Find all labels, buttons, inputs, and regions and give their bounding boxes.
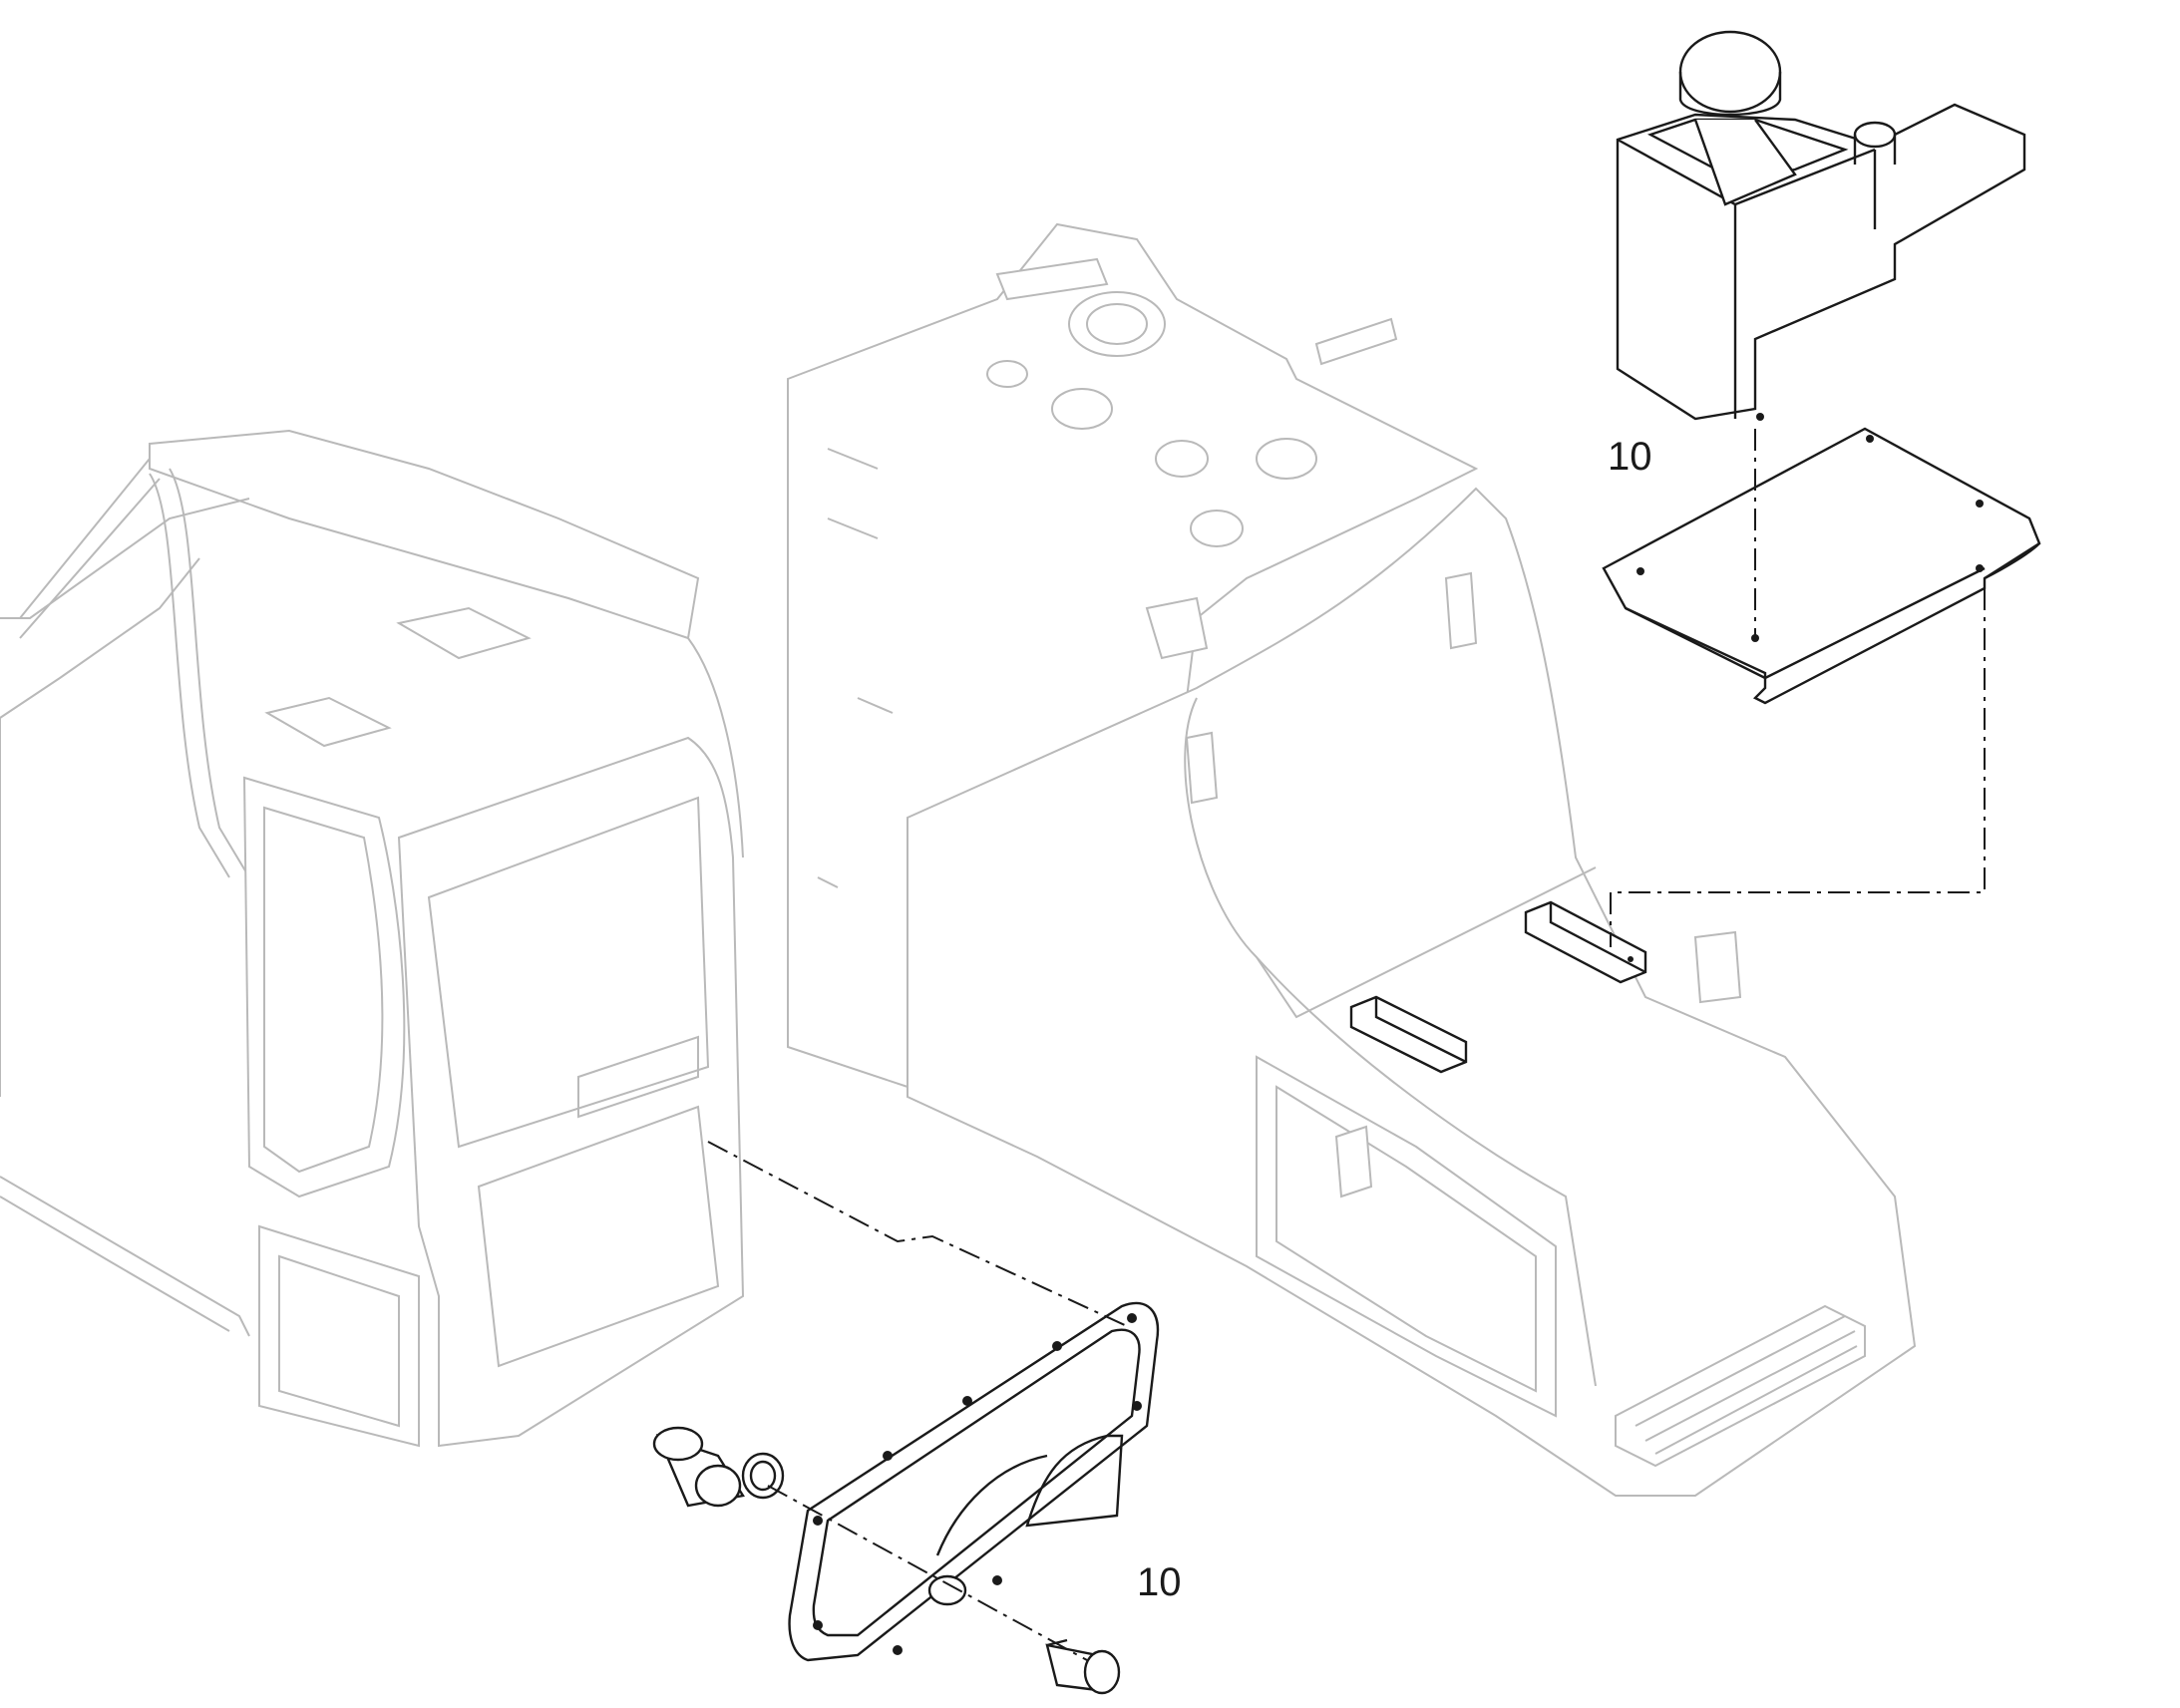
mounting-bracket-upper (1524, 900, 1647, 984)
cylinder-spacer (652, 1426, 745, 1508)
mounting-bracket-lower (1349, 995, 1468, 1074)
bushing-flange (1045, 1638, 1121, 1695)
leader-lines (707, 429, 1986, 1661)
callout-label-upper: 10 (1608, 435, 1652, 479)
tank-support-bracket (1602, 427, 2041, 705)
access-cover-plate (788, 1301, 1160, 1662)
operator-cab-frame (0, 429, 745, 1448)
washer-tank (1616, 30, 2026, 421)
upper-frame-body (787, 222, 1917, 1497)
ring-washer (741, 1452, 785, 1500)
callout-label-lower: 10 (1137, 1560, 1182, 1604)
